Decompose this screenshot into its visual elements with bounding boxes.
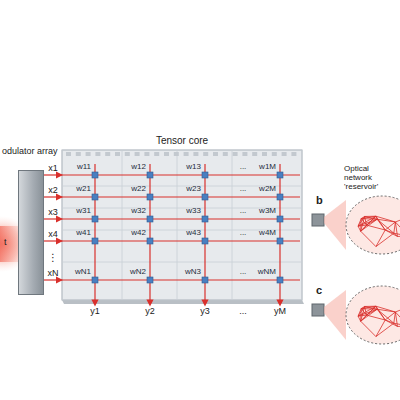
reservoir-network	[358, 216, 400, 247]
weight-label: wN3	[185, 268, 201, 277]
ellipsis: ...	[239, 307, 247, 317]
weight-label: w43	[186, 229, 201, 238]
weight-label: wNM	[258, 268, 276, 277]
input-label: x3	[48, 208, 58, 218]
input-label: x4	[48, 230, 58, 240]
weight-label: w23	[186, 185, 201, 194]
input-label: x1	[48, 164, 58, 174]
weight-label: w13	[186, 163, 201, 172]
panel-letter: b	[316, 194, 323, 206]
electrode-pads	[66, 152, 296, 156]
reservoir-outline	[346, 286, 400, 344]
ellipsis: ...	[240, 207, 247, 216]
ellipsis: ...	[240, 163, 247, 172]
plate-grid	[62, 150, 302, 300]
weight-label: wN1	[75, 268, 91, 277]
weight-label: w2M	[259, 185, 276, 194]
light-cone	[324, 290, 346, 340]
weight-cells	[92, 172, 283, 283]
weight-label: w33	[186, 207, 201, 216]
laser-label: t	[4, 238, 7, 248]
input-beam	[44, 174, 62, 175]
output-label: yM	[274, 307, 286, 317]
light-cone	[324, 200, 346, 250]
weight-label: w42	[131, 229, 146, 238]
ellipsis: ⋮	[48, 252, 58, 263]
weight-label: w1M	[259, 163, 276, 172]
input-label: x2	[48, 186, 58, 196]
weight-label: w31	[76, 207, 91, 216]
output-label: y2	[145, 307, 155, 317]
weight-label: w22	[131, 185, 146, 194]
weight-label: w3M	[259, 207, 276, 216]
input-beam	[44, 240, 62, 241]
reservoir-network	[358, 306, 400, 337]
weight-label: w11	[77, 163, 91, 172]
weight-label: w4M	[259, 229, 276, 238]
input-beam	[44, 279, 62, 280]
output-label: y3	[200, 307, 210, 317]
ellipsis: ...	[240, 185, 247, 194]
weight-label: w12	[131, 163, 146, 172]
tensor-plate	[62, 150, 302, 300]
weight-label: w32	[131, 207, 146, 216]
node-heading: Tensor core	[62, 135, 302, 146]
node-heading: odulator array	[2, 147, 58, 157]
input-label: xN	[48, 269, 59, 279]
ellipsis: ...	[240, 268, 247, 277]
laser-source	[312, 214, 324, 226]
weight-label: wN2	[130, 268, 146, 277]
output-label: y1	[90, 307, 100, 317]
input-beam	[44, 196, 62, 197]
reservoir-caption: Optical network 'reservoir'	[344, 165, 399, 191]
tensor-core: Tensor core	[62, 150, 302, 300]
plate-edge	[62, 300, 304, 304]
modulator-array: odulator array	[18, 170, 44, 295]
optical-waveguides	[62, 164, 300, 303]
light-beam	[0, 226, 20, 262]
panel-letter: c	[316, 284, 322, 296]
ellipsis: ...	[240, 229, 247, 238]
weight-label: w21	[76, 185, 91, 194]
input-beam	[44, 218, 62, 219]
laser-source	[312, 304, 324, 316]
reservoir-outline	[346, 196, 400, 254]
weight-label: w41	[76, 229, 91, 238]
